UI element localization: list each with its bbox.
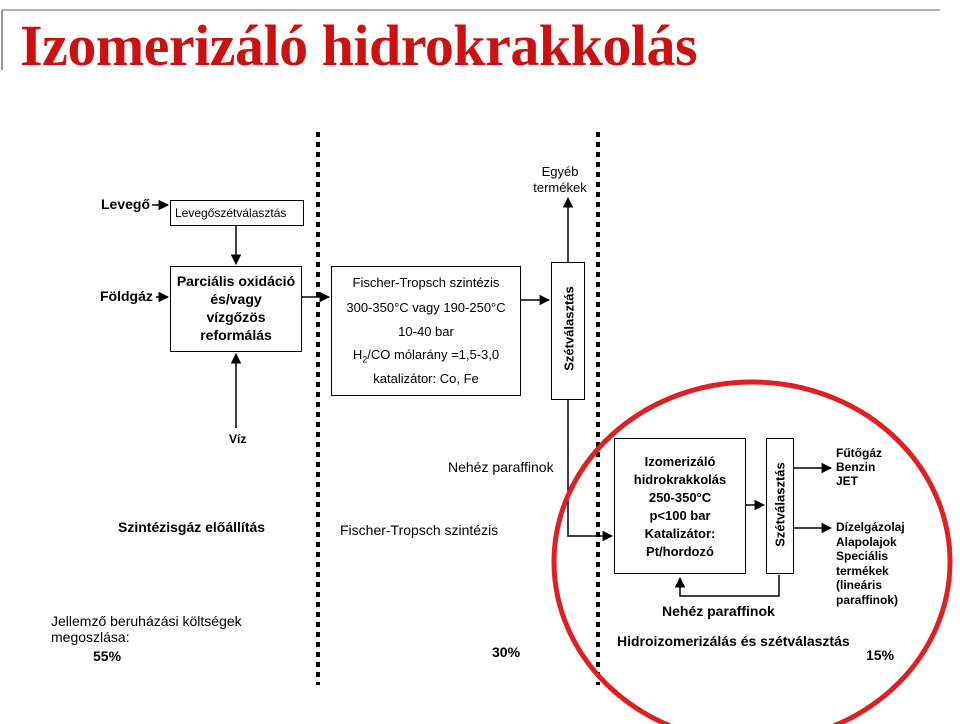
ft-box-temp: 300-350°C vagy 190-250°C	[346, 300, 506, 315]
ft-box-catalyst: katalizátor: Co, Fe	[373, 371, 479, 386]
iso-line: hidrokrakkolás	[633, 472, 727, 487]
product-item: (lineáris	[836, 578, 883, 592]
separation-bottom-label: Szétválasztás	[772, 462, 788, 547]
products-list-2: Dízelgázolaj Alapolajok Speciális termék…	[836, 520, 905, 607]
air-separation-box: Levegőszétválasztás	[170, 200, 304, 226]
iso-line: Pt/hordozó	[646, 544, 714, 559]
ft-box: Fischer-Tropsch szintézis 300-350°C vagy…	[331, 266, 521, 396]
product-item: Dízelgázolaj	[836, 520, 905, 534]
slide-title: Izomerizáló hidrokrakkolás	[20, 13, 698, 78]
reforming-line: reformálás	[200, 327, 272, 343]
heavy-paraffins-top-label: Nehéz paraffinok	[448, 459, 554, 475]
hydroisomerization-label: Hidroizomerizálás és szétválasztás	[617, 633, 850, 649]
product-item: Alapolajok	[836, 534, 897, 549]
ft-cost-percent: 30%	[492, 644, 521, 660]
reforming-text: Parciális oxidáció és/vagy vízgőzös refo…	[171, 272, 301, 344]
iso-line: Izomerizáló	[644, 454, 716, 469]
isomerization-box: Izomerizáló hidrokrakkolás 250-350°C p<1…	[614, 438, 746, 574]
other-products-line1: Egyéb	[541, 164, 579, 179]
iso-box-text: Izomerizáló hidrokrakkolás 250-350°C p<1…	[615, 453, 745, 561]
iso-line: 250-350°C	[648, 490, 712, 505]
syngas-cost-percent: 55%	[93, 648, 122, 664]
ratio-h: H	[352, 347, 363, 362]
product-item: termékek	[836, 563, 889, 578]
product-item: Fűtőgáz	[836, 446, 882, 460]
cost-label-line1: Jellemző beruházási költségek	[51, 613, 242, 629]
product-item: paraffinok)	[836, 592, 899, 607]
ratio-sub: 2	[362, 354, 368, 365]
air-separation-label: Levegőszétválasztás	[175, 206, 287, 220]
reforming-box: Parciális oxidáció és/vagy vízgőzös refo…	[170, 266, 302, 352]
other-products-label: Egyéb termékek	[520, 164, 600, 196]
separation-top-label: Szétválasztás	[561, 286, 577, 371]
cost-label: Jellemző beruházási költségek megoszlása…	[51, 613, 242, 645]
iso-line: Katalizátor:	[644, 526, 716, 541]
heavy-paraffins-bottom-label: Nehéz paraffinok	[662, 603, 775, 619]
upgrade-cost-percent: 15%	[866, 647, 895, 663]
products-list: Fűtőgáz Benzin JET	[836, 446, 882, 488]
cost-label-line2: megoszlása:	[51, 629, 130, 645]
separation-box-top: Szétválasztás	[551, 262, 585, 400]
natural-gas-label: Földgáz	[100, 288, 153, 304]
ratio-rest: /CO mólarány =1,5-3,0	[367, 347, 500, 362]
product-item: Benzin	[836, 460, 876, 474]
separation-box-bottom: Szétválasztás	[766, 438, 794, 574]
ft-box-ratio: H2/CO mólarány =1,5-3,0	[332, 347, 520, 365]
ft-box-pressure: 10-40 bar	[398, 324, 454, 339]
other-products-line2: termékek	[533, 180, 587, 195]
air-label: Levegő	[101, 196, 151, 212]
reforming-line: és/vagy	[210, 291, 262, 307]
highlight-ellipse	[551, 379, 953, 724]
heavy-paraffin-line	[567, 400, 614, 542]
reforming-line: Parciális oxidáció	[176, 273, 296, 289]
product-item: JET	[836, 474, 859, 488]
syngas-prep-label: Szintézisgáz előállítás	[118, 519, 266, 535]
reforming-line: vízgőzös	[206, 309, 266, 325]
ft-box-title: Fischer-Tropsch szintézis	[352, 275, 500, 290]
water-label: Víz	[229, 432, 247, 446]
recycle-line	[674, 575, 780, 597]
iso-line: p<100 bar	[649, 508, 711, 523]
product-item: Speciális	[836, 549, 889, 563]
ft-synthesis-label: Fischer-Tropsch szintézis	[340, 522, 499, 538]
